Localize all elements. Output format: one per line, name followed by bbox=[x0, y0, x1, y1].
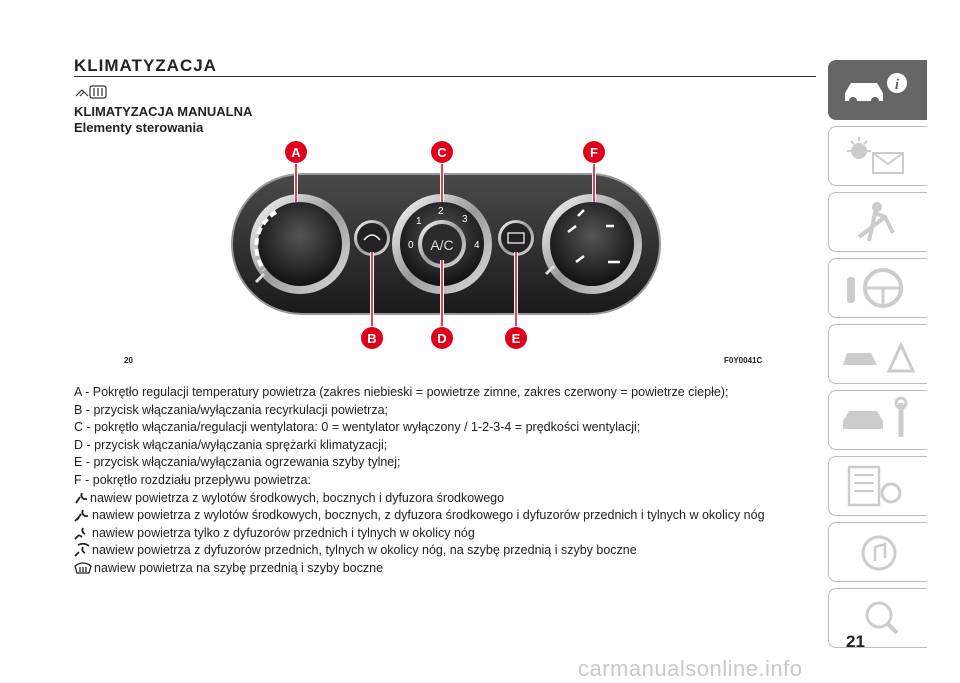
fan-scale-2: 2 bbox=[438, 206, 444, 217]
mode-text: nawiew powietrza z dyfuzorów przednich, … bbox=[92, 543, 637, 558]
steering-icon bbox=[847, 268, 903, 308]
mode-item: nawiew powietrza z wylotów środkowych, b… bbox=[74, 507, 814, 525]
description-C: C - pokrętło włączania/regulacji wentyla… bbox=[74, 420, 641, 435]
mode-text: nawiew powietrza z wylotów środkowych, b… bbox=[92, 508, 765, 523]
chapter-sidebar: i bbox=[828, 60, 928, 654]
index-icon bbox=[865, 601, 899, 635]
mode-text: nawiew powietrza z wylotów środkowych, b… bbox=[90, 490, 505, 505]
page-number: 21 bbox=[846, 632, 865, 651]
mode-text: nawiew powietrza tylko z dyfuzorów przed… bbox=[92, 525, 475, 540]
callout-D: D bbox=[437, 331, 446, 346]
description-F: F - pokrętło rozdziału przepływu powietr… bbox=[74, 472, 311, 487]
fan-scale-1: 1 bbox=[416, 216, 422, 227]
feet-windshield-icon bbox=[74, 543, 90, 557]
description-E: E - przycisk włączania/wyłączania ogrzew… bbox=[74, 455, 401, 470]
climate-fan-icon bbox=[74, 84, 110, 103]
mode-text: nawiew powietrza na szybę przednią i szy… bbox=[94, 560, 384, 575]
section-title: KLIMATYZACJA bbox=[74, 56, 217, 75]
tab-maintenance[interactable] bbox=[828, 390, 927, 450]
rear-defrost-button bbox=[498, 220, 534, 256]
tab-index[interactable] bbox=[828, 588, 927, 648]
description-D: D - przycisk włączania/wyłączania spręża… bbox=[74, 437, 388, 452]
windshield-defrost-icon bbox=[74, 562, 92, 574]
subsubtitle: Elementy sterowania bbox=[74, 120, 204, 135]
subtitle: KLIMATYZACJA MANUALNA bbox=[74, 104, 253, 119]
callout-B: B bbox=[367, 331, 376, 346]
description-A: A - Pokrętło regulacji temperatury powie… bbox=[74, 385, 729, 399]
fan-scale-4: 4 bbox=[474, 240, 480, 251]
temperature-knob bbox=[250, 194, 350, 294]
mode-item: nawiew powietrza na szybę przednią i szy… bbox=[74, 560, 814, 578]
emergency-icon bbox=[843, 341, 916, 373]
tab-car-info[interactable]: i bbox=[828, 60, 927, 120]
tab-technical-data[interactable] bbox=[828, 456, 927, 516]
mode-item: nawiew powietrza z wylotów środkowych, b… bbox=[74, 490, 814, 508]
description-list: A - Pokrętło regulacji temperatury powie… bbox=[74, 384, 814, 578]
car-info-icon: i bbox=[845, 73, 907, 105]
callout-E: E bbox=[512, 331, 521, 346]
callout-F: F bbox=[590, 145, 598, 160]
callout-C: C bbox=[437, 145, 447, 160]
title-rule bbox=[74, 76, 816, 77]
callout-A: A bbox=[291, 145, 301, 160]
description-B: B - przycisk włączania/wyłączania recyrk… bbox=[74, 402, 388, 417]
tab-emergency[interactable] bbox=[828, 324, 927, 384]
tab-multimedia[interactable] bbox=[828, 522, 927, 582]
tab-warning-lights[interactable] bbox=[828, 126, 927, 186]
figure-number: 20 bbox=[124, 356, 133, 365]
fan-scale-0: 0 bbox=[408, 240, 414, 251]
face-vent-icon bbox=[75, 492, 87, 504]
ac-label: A/C bbox=[430, 237, 453, 253]
climate-control-panel-figure: A/C 0 1 2 3 4 bbox=[226, 140, 666, 360]
fan-scale-3: 3 bbox=[462, 214, 468, 225]
warning-lights-icon bbox=[847, 137, 904, 174]
air-distribution-knob bbox=[542, 194, 642, 294]
figure-code: F0Y0041C bbox=[724, 356, 763, 365]
maintenance-icon bbox=[843, 396, 908, 437]
recirculation-button bbox=[354, 220, 390, 256]
fan-speed-knob: A/C 0 1 2 3 4 bbox=[392, 194, 492, 294]
feet-vent-icon bbox=[74, 527, 86, 540]
face-feet-vent-icon bbox=[74, 509, 88, 522]
safety-icon bbox=[857, 202, 895, 242]
mode-item: nawiew powietrza z dyfuzorów przednich, … bbox=[74, 542, 814, 560]
technical-data-icon bbox=[847, 465, 902, 507]
watermark: carmanualsonline.info bbox=[578, 656, 803, 681]
tab-steering[interactable] bbox=[828, 258, 927, 318]
tab-safety[interactable] bbox=[828, 192, 927, 252]
svg-text:i: i bbox=[895, 77, 900, 93]
multimedia-icon bbox=[861, 535, 897, 571]
mode-item: nawiew powietrza tylko z dyfuzorów przed… bbox=[74, 525, 814, 543]
